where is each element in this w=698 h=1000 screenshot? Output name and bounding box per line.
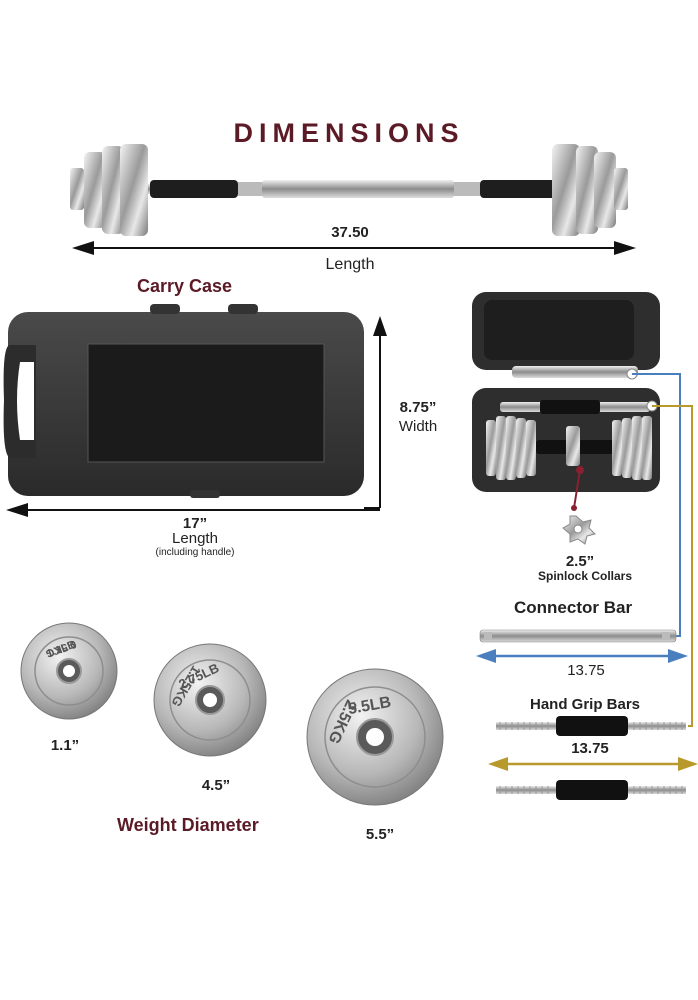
case-width-arrow bbox=[364, 316, 387, 509]
case-width-value: 8.75” bbox=[399, 399, 437, 416]
plate-large-image: 5.5LB 2.5KG bbox=[306, 668, 444, 806]
case-length-value: 17” bbox=[182, 515, 208, 532]
case-width-caption: Width bbox=[398, 418, 438, 435]
hand-grip-bars-measure: 13.75 bbox=[571, 740, 609, 757]
collar-pointer bbox=[571, 466, 584, 511]
barbell-length-value: 37.50 bbox=[331, 224, 369, 241]
barbell-image bbox=[70, 144, 628, 236]
carry-case-heading: Carry Case bbox=[137, 276, 233, 296]
page-title: DIMENSIONS bbox=[233, 118, 465, 148]
hand-grip-bar-top-image bbox=[496, 716, 686, 736]
case-length-arrow bbox=[6, 503, 380, 517]
plate-small-diameter: 1.1” bbox=[50, 737, 80, 754]
open-case-image bbox=[472, 292, 660, 492]
connector-bar-arrow bbox=[476, 649, 688, 663]
connector-bar-heading: Connector Bar bbox=[514, 598, 633, 617]
collars-caption: Spinlock Collars bbox=[537, 569, 633, 583]
plate-small-image: 1.1LB 0.5KG bbox=[20, 622, 118, 720]
collars-value: 2.5” bbox=[565, 553, 595, 570]
barbell-length-caption: Length bbox=[325, 256, 375, 273]
weight-diameter-heading: Weight Diameter bbox=[117, 815, 259, 835]
connector-bar-pointer bbox=[632, 373, 681, 637]
plate-medium-diameter: 4.5” bbox=[201, 777, 231, 794]
plate-large-diameter: 5.5” bbox=[365, 826, 395, 843]
carry-case-image bbox=[3, 304, 364, 498]
hand-grip-bar-bottom-image bbox=[496, 780, 686, 800]
grip-bar-pointer bbox=[652, 405, 693, 727]
connector-bar-measure: 13.75 bbox=[567, 662, 605, 679]
barbell-length-arrow bbox=[72, 241, 636, 255]
case-length-note: (including handle) bbox=[155, 547, 235, 558]
hand-grip-bar-arrow bbox=[488, 757, 698, 771]
case-length-caption: Length bbox=[172, 530, 218, 547]
hand-grip-bars-heading: Hand Grip Bars bbox=[530, 696, 641, 713]
spinlock-collar-image bbox=[562, 515, 596, 545]
plate-medium-image: 2.75LB 1.25KG bbox=[153, 643, 267, 757]
connector-bar-image bbox=[479, 629, 677, 643]
